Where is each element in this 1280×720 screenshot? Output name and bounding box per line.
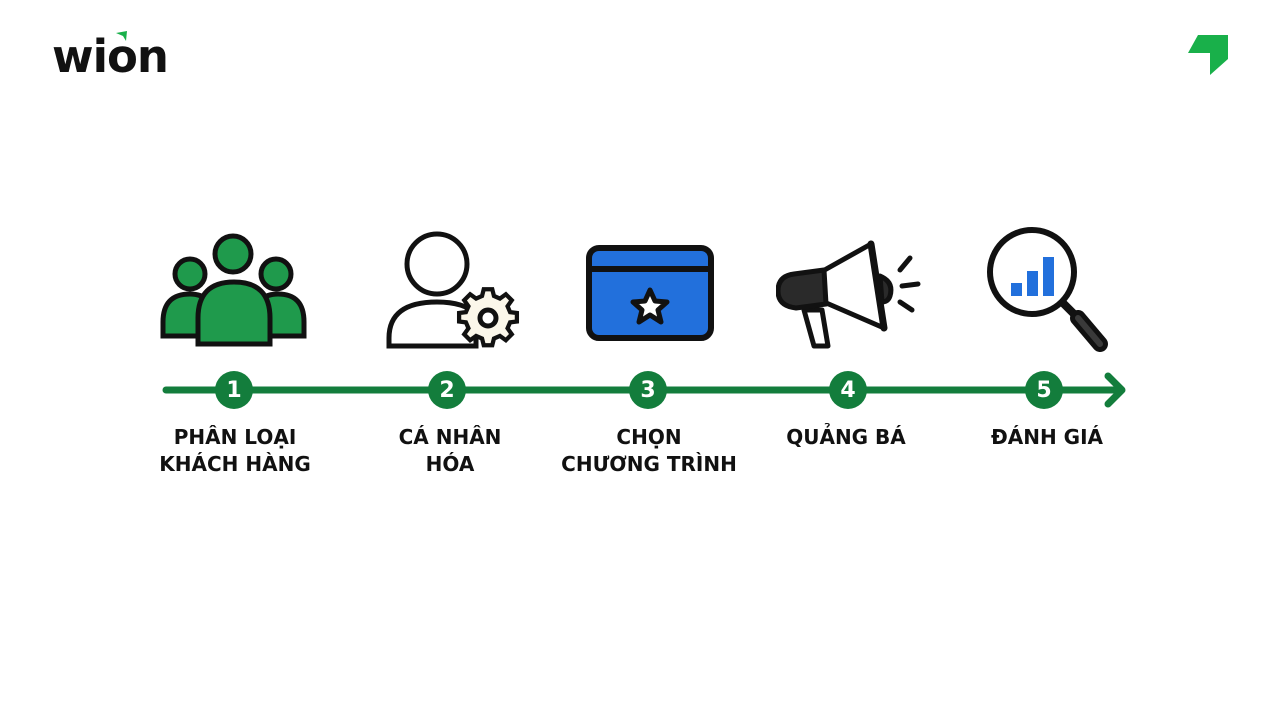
corner-arrow-icon [1188, 35, 1228, 75]
user-gear-icon [386, 231, 520, 349]
magnifier-chart-icon [987, 227, 1108, 352]
step-4-badge: 4 [829, 371, 867, 409]
step-4-label: QUẢNG BÁ [736, 424, 956, 451]
step-3-label-line1: CHỌN [616, 425, 682, 449]
step-5-label-line1: ĐÁNH GIÁ [990, 425, 1103, 449]
step-1-label: PHÂN LOẠI KHÁCH HÀNG [125, 424, 345, 478]
brand-logo: wion [52, 28, 192, 84]
step-1-label-line2: KHÁCH HÀNG [159, 452, 311, 476]
star-card-icon [586, 245, 714, 341]
step-1-badge: 1 [215, 371, 253, 409]
logo-arrow-icon [116, 31, 127, 41]
brand-name: wion [52, 30, 169, 83]
step-3-badge: 3 [629, 371, 667, 409]
step-2-label-line2: HÓA [425, 452, 475, 476]
step-4-label-line1: QUẢNG BÁ [786, 425, 906, 449]
people-group-icon [160, 233, 307, 347]
step-2-label: CÁ NHÂN HÓA [340, 424, 560, 478]
step-3-label: CHỌN CHƯƠNG TRÌNH [539, 424, 759, 478]
step-2-badge: 2 [428, 371, 466, 409]
step-2-label-line1: CÁ NHÂN [398, 425, 502, 449]
step-3-label-line2: CHƯƠNG TRÌNH [561, 452, 737, 476]
megaphone-icon [776, 240, 921, 349]
step-5-label: ĐÁNH GIÁ [937, 424, 1157, 451]
step-5-badge: 5 [1025, 371, 1063, 409]
step-1-label-line1: PHÂN LOẠI [173, 425, 297, 449]
